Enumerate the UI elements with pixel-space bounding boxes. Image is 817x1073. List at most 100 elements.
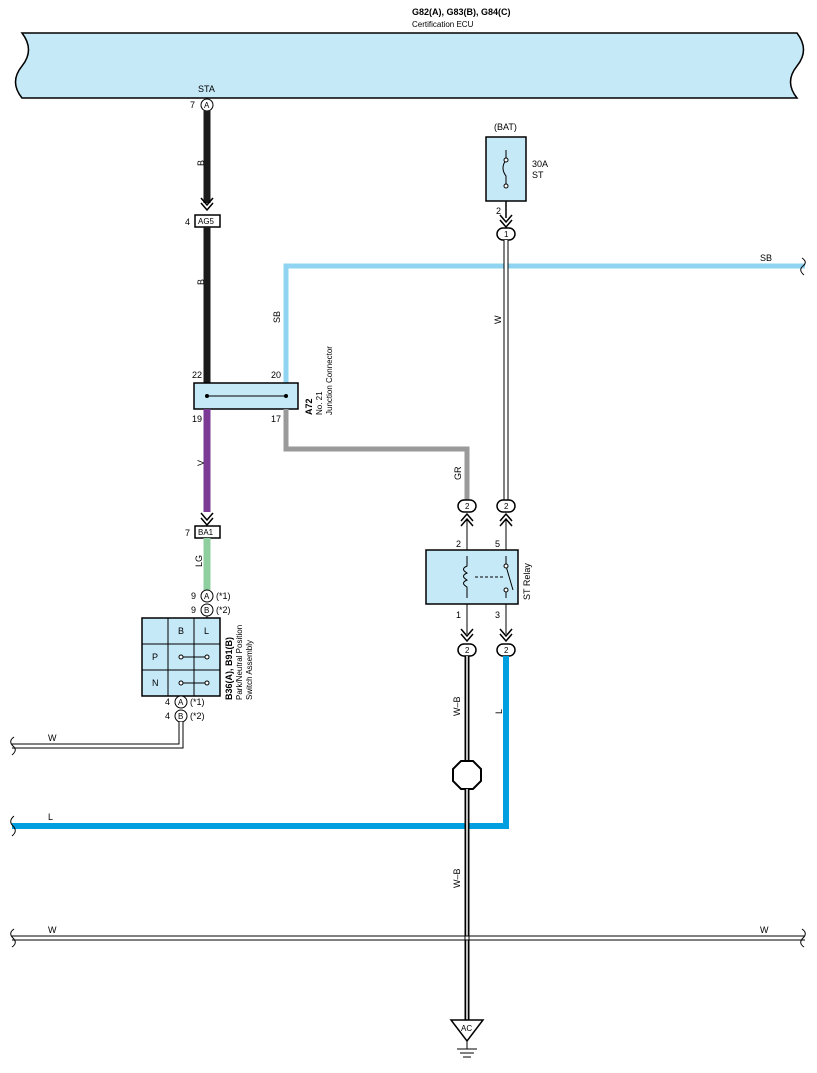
junction-pin-17: 17 xyxy=(271,414,281,424)
wire-label-v: V xyxy=(196,460,206,466)
relay-in-conn-left xyxy=(457,499,477,513)
junction-node-right xyxy=(284,394,288,398)
arrow-fuse-out xyxy=(499,214,513,229)
switch-bot-pin-b-num: 4 xyxy=(165,711,170,721)
switch-top-pin-a xyxy=(200,589,214,603)
switch-bot-pin-a-num: 4 xyxy=(165,697,170,707)
junction-name-2: Junction Connector xyxy=(325,346,334,415)
wire-l xyxy=(12,656,509,829)
ecu-pin-number: 7 xyxy=(190,100,195,110)
wire-gr xyxy=(283,409,470,500)
relay-out-conn-right-label: 2 xyxy=(504,646,509,655)
switch-top-pin-b-num: 9 xyxy=(191,605,196,615)
arrow-ba1-in xyxy=(200,512,214,527)
wire-w-left-break xyxy=(10,736,16,756)
switch-bot-pin-a xyxy=(174,695,188,709)
switch-code: B36(A), B91(B) xyxy=(224,637,234,700)
junction-pin-19: 19 xyxy=(192,414,202,424)
arrow-relay-out-left xyxy=(460,628,474,643)
relay-out-conn-left-label: 2 xyxy=(465,646,470,655)
connector-ag5-label: AG5 xyxy=(198,217,215,226)
switch-bot-note-a: (*1) xyxy=(190,697,205,707)
fuse-inline-pin: 1 xyxy=(504,230,509,239)
junction-pin-20: 20 xyxy=(271,370,281,380)
switch-bot-letter-a: A xyxy=(178,698,184,707)
switch-top-letter-b: B xyxy=(204,606,209,615)
wire-label-l-left: L xyxy=(48,812,53,822)
wire-label-gr: GR xyxy=(453,466,463,480)
switch-row-p: P xyxy=(152,652,158,662)
switch-bot-note-b: (*2) xyxy=(190,711,205,721)
wire-label-sb-vertical: SB xyxy=(272,311,282,323)
relay-name: ST Relay xyxy=(522,563,532,600)
wire-label-sb-right: SB xyxy=(760,253,772,263)
wire-label-wb1: W–B xyxy=(452,696,462,716)
junction-name-1: No. 21 xyxy=(315,391,324,415)
switch-name-2: Switch Assembly xyxy=(245,640,254,700)
switch-top-note-a: (*1) xyxy=(216,591,231,601)
arrow-ag5-in xyxy=(200,197,214,212)
junction-pin-22: 22 xyxy=(192,370,202,380)
ecu-terminal-sta: STA xyxy=(198,84,215,94)
switch-top-pin-a-num: 9 xyxy=(191,591,196,601)
wire-label-w-bottom-left: W xyxy=(48,925,57,935)
wire-w-bottom-break-left xyxy=(10,928,16,948)
relay-in-conn-left-label: 2 xyxy=(465,502,470,511)
relay-in-conn-right xyxy=(496,499,516,513)
switch-row-n: N xyxy=(152,678,159,688)
switch-p-b-node xyxy=(178,654,184,660)
relay-switch-node-bottom xyxy=(503,587,509,593)
switch-header-l: L xyxy=(204,626,209,636)
relay-pin-3: 3 xyxy=(495,610,500,620)
wire-label-wb2: W–B xyxy=(452,868,462,888)
switch-bot-letter-b: B xyxy=(178,712,183,721)
switch-top-note-b: (*2) xyxy=(216,605,231,615)
wire-label-lg: LG xyxy=(194,555,204,567)
wire-w-bottom-break-right xyxy=(800,928,806,948)
fuse-rating: 30A xyxy=(532,159,548,169)
fuse-30a-st xyxy=(485,136,527,202)
junction-node-left xyxy=(205,394,209,398)
wire-label-w-bottom-right: W xyxy=(760,925,769,935)
wire-l-break xyxy=(10,815,16,837)
fuse-source-label: (BAT) xyxy=(494,122,517,132)
ba1-pin: 7 xyxy=(185,528,190,538)
ecu-connectors-label: G82(A), G83(B), G84(C) xyxy=(412,7,511,17)
ecu-name-label: Certification ECU xyxy=(412,20,474,29)
relay-in-conn-right-label: 2 xyxy=(504,502,509,511)
switch-top-letter-a: A xyxy=(204,592,210,601)
wire-label-w-fuse: W xyxy=(493,315,503,324)
relay-pin-5: 5 xyxy=(495,539,500,549)
switch-p-l-node xyxy=(204,654,210,660)
relay-pin-2: 2 xyxy=(456,539,461,549)
wire-label-l-vertical: L xyxy=(494,709,504,714)
wire-label-b1: B xyxy=(196,160,206,166)
ag5-pin: 4 xyxy=(185,217,190,227)
switch-name-1: Park/Neutral Position xyxy=(235,625,244,700)
ecu-pin-letter: A xyxy=(204,101,210,110)
switch-n-l-node xyxy=(204,680,210,686)
ground-label: AC xyxy=(461,1024,472,1033)
relay-pin-1: 1 xyxy=(456,610,461,620)
wire-sb-break xyxy=(800,257,806,276)
relay-coil-icon xyxy=(463,556,469,598)
splice-point xyxy=(452,760,482,790)
wire-label-b2: B xyxy=(196,279,206,285)
certification-ecu-box xyxy=(14,32,805,99)
fuse-node-top xyxy=(503,157,509,163)
wire-w-left-fill xyxy=(12,722,183,748)
wire-w-left xyxy=(12,722,184,749)
arrow-relay-out-right xyxy=(499,628,513,643)
st-relay xyxy=(425,549,519,605)
junction-code: A72 xyxy=(304,398,314,415)
wire-sb xyxy=(283,263,805,383)
ground-point-ac xyxy=(449,1019,485,1043)
switch-header-b: B xyxy=(178,626,184,636)
relay-switch-node-top xyxy=(503,563,509,569)
switch-n-b-node xyxy=(178,680,184,686)
fuse-node-bottom xyxy=(503,183,509,189)
fuse-name: ST xyxy=(532,170,544,180)
connector-ba1-label: BA1 xyxy=(198,528,214,537)
wire-label-w-left: W xyxy=(48,733,57,743)
